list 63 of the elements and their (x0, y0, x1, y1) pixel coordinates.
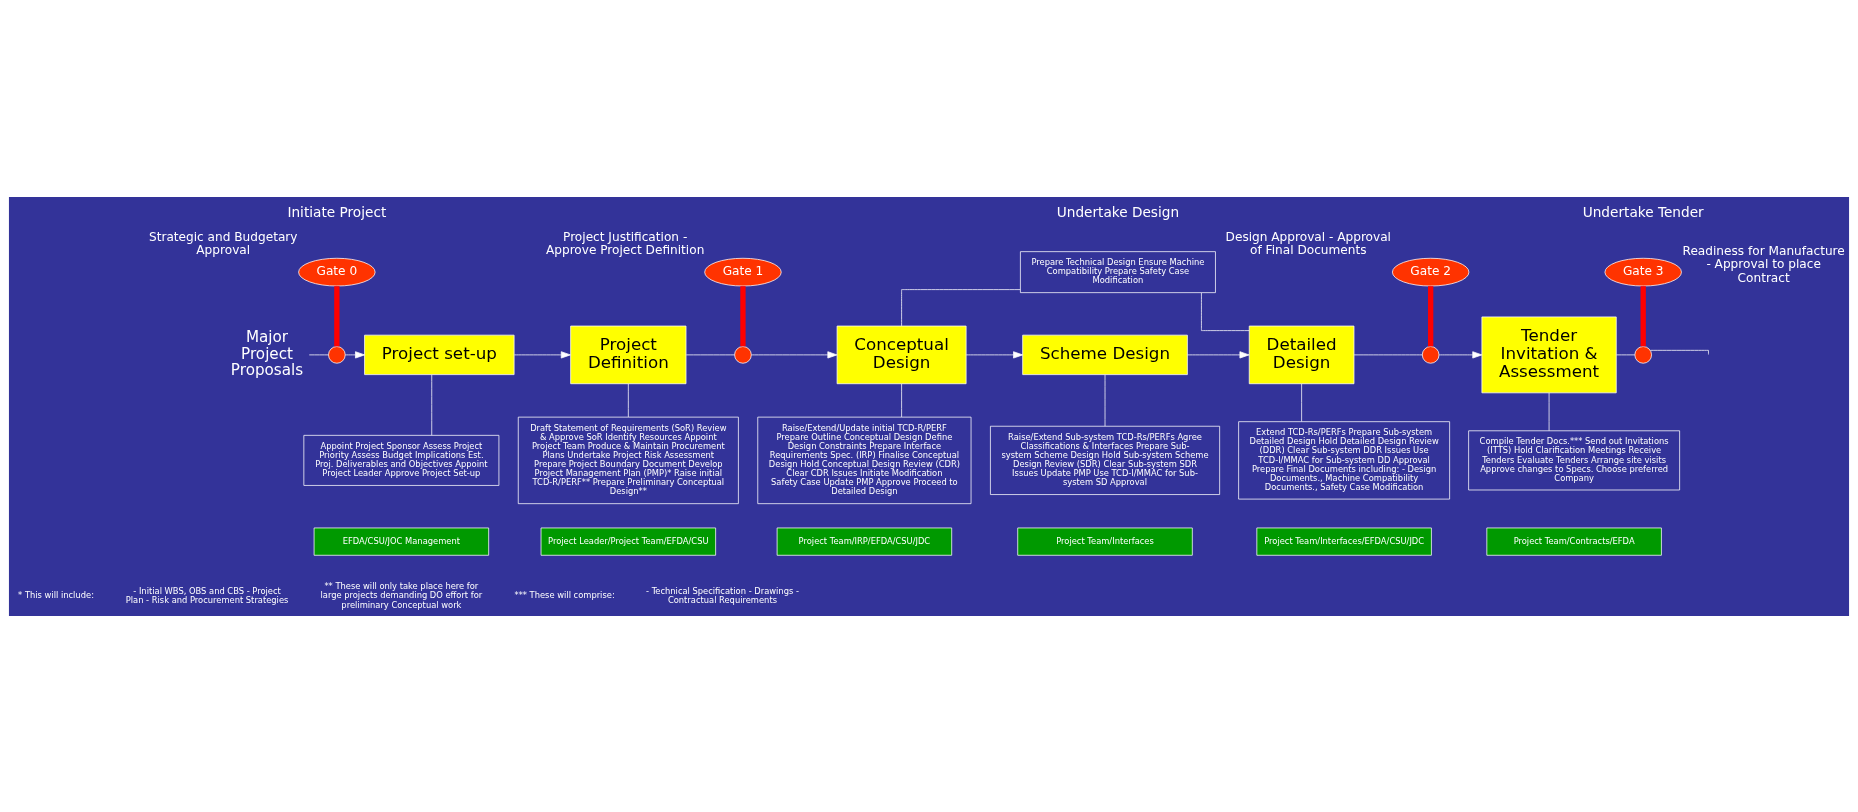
connector (1353, 354, 1423, 355)
node-label: Design Approval - Approval of Final Documents (1225, 229, 1391, 257)
node-box: Project Team/Interfaces/EFDA/CSU/JDC (1256, 527, 1432, 556)
node-label: Project Justification - Approve Project Definition (545, 229, 705, 257)
node-circle (734, 345, 752, 364)
node-box: Tender Invitation & Assessment (1481, 316, 1617, 393)
node-box: Draft Statement of Requirements (SoR) Review & Approve SoR Identify Resources Appoint Project Team Produce & Maintain Procurement Plans Undertake Project Risk Assessment Prepare Project Boundary Document Develop Project Management Plan (PMP)* Raise initial TCD-R/PERF** Prepare Preliminary Conceptual Design** (517, 416, 739, 504)
node-circle (1421, 345, 1440, 364)
arrow (513, 350, 571, 358)
connector (334, 285, 340, 346)
node-circle (1634, 345, 1652, 364)
node-box: Project Team/Contracts/EFDA (1486, 527, 1662, 556)
connector (740, 285, 746, 346)
node-ellipse: Gate 3 (1604, 257, 1682, 286)
node-label: Readiness for Manufacture - Approval to place Contract (1682, 243, 1845, 285)
node-text: Major Project Proposals (230, 327, 304, 379)
node-box: Project set-up (364, 334, 515, 375)
node-ellipse: Gate 1 (704, 257, 782, 286)
arrow (965, 350, 1023, 358)
connector (627, 383, 629, 417)
label: - Initial WBS, OBS and CBS - Project Plan - Risk and Procurement Strategies (125, 585, 289, 605)
arrow (1187, 350, 1250, 358)
node-box: Detailed Design (1248, 325, 1355, 384)
connector (685, 354, 735, 355)
node-box: Project Team/IRP/EFDA/CSU/JDC (776, 527, 953, 556)
connector (308, 354, 329, 355)
node-circle (328, 345, 346, 364)
node-box: Project Team/Interfaces (1017, 527, 1193, 556)
connector (1201, 292, 1250, 331)
node-box: Raise/Extend Sub-system TCD-Rs/PERFs Agree Classifications & Interfaces Prepare Sub-system Scheme Design Hold Sub-system Scheme Design Review (SDR) Clear Sub-system SDR Issues Update PMP Use TCD-I/MMAC for Sub-system SD Approval (990, 425, 1221, 495)
node-ellipse: Gate 0 (298, 257, 376, 286)
node-box: Raise/Extend/Update initial TCD-R/PERF Prepare Outline Conceptual Design Define Design Constraints Prepare Interface Requirements Spec. (IRP) Finalise Conceptual Design Hold Conceptual Design Review (CDR) Clear CDR Issues Initiate Modification Safety Case Update PMP Approve Proceed to Detailed Design (757, 416, 972, 504)
node-box: Appoint Project Sponsor Assess Project Priority Assess Budget Implications Est. Proj. Deliverables and Objectives Appoint Project Leader Approve Project Set-up (303, 434, 500, 486)
connector (1616, 354, 1636, 355)
connector (1428, 285, 1434, 346)
connector (901, 288, 1021, 326)
node-box: Compile Tender Docs.*** Send out Invitations (ITTS) Hold Clarification Meetings Receive Tenders Evaluate Tenders Arrange site visits Approve changes to Specs. Choose preferred Company (1468, 429, 1680, 490)
label: - Technical Specification - Drawings - Contractual Requirements (645, 585, 799, 605)
label: * This will include: (18, 589, 94, 600)
node-box: EFDA/CSU/JOC Management (313, 527, 490, 556)
arrow (751, 350, 838, 358)
connector (1650, 349, 1709, 355)
connector (1104, 373, 1106, 426)
node-ellipse: Gate 2 (1392, 257, 1470, 286)
label: Undertake Tender (1582, 203, 1704, 220)
node-box: Project Leader/Project Team/EFDA/CSU (540, 527, 716, 556)
connector (431, 373, 433, 436)
label: Undertake Design (1056, 203, 1180, 220)
connector (901, 383, 902, 417)
arrow (1438, 350, 1483, 358)
node-box: Scheme Design (1022, 334, 1188, 375)
node-box: Prepare Technical Design Ensure Machine Compatibility Prepare Safety Case Modification (1020, 250, 1216, 293)
label: Initiate Project (287, 203, 387, 220)
arrow (344, 350, 365, 358)
connector (1301, 383, 1302, 422)
connector (1548, 392, 1550, 431)
label: ** These will only take place here for large projects demanding DO effort for preliminary Conceptual work (320, 580, 483, 609)
node-box: Project Definition (570, 325, 687, 384)
node-box: Conceptual Design (836, 325, 967, 384)
node-label: Strategic and Budgetary Approval (148, 229, 298, 257)
node-box: Extend TCD-Rs/PERFs Prepare Sub-system Detailed Design Hold Detailed Design Review (DDR) Clear Sub-system DDR Issues Use TCD-I/MMAC for Sub-system DD Approval Prepare Final Documents including: - Design Documents., Machine Compatibility Documents., Safety Case Modification (1238, 420, 1451, 499)
label: *** These will comprise: (514, 589, 615, 600)
connector (1640, 285, 1646, 346)
